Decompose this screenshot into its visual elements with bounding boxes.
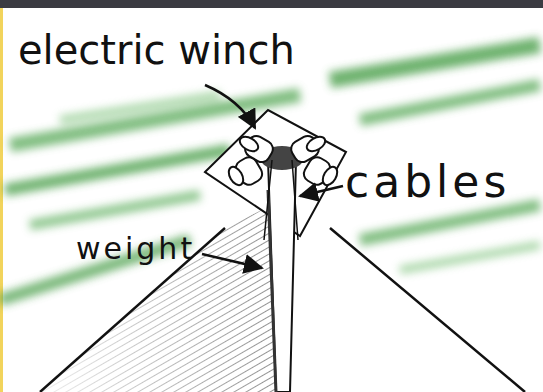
pyramid-left-face — [40, 200, 282, 392]
pyramid-shading — [40, 200, 282, 392]
cable-lines — [264, 160, 298, 240]
winch-drums — [226, 133, 340, 188]
pyramid-edge — [40, 228, 225, 392]
pyramid-edge — [330, 228, 525, 392]
part-label: electric winch — [18, 30, 295, 70]
weight-shading — [268, 190, 276, 392]
top-bar — [0, 0, 543, 8]
side-edge — [0, 8, 3, 392]
leader-arrow — [300, 186, 343, 196]
part-label: weight — [76, 234, 195, 264]
weight-shaft — [268, 160, 296, 392]
leader-arrow — [202, 254, 262, 268]
pyramid-right-face — [275, 200, 525, 392]
leader-arrow — [205, 85, 255, 128]
part-label: cables — [345, 160, 510, 204]
